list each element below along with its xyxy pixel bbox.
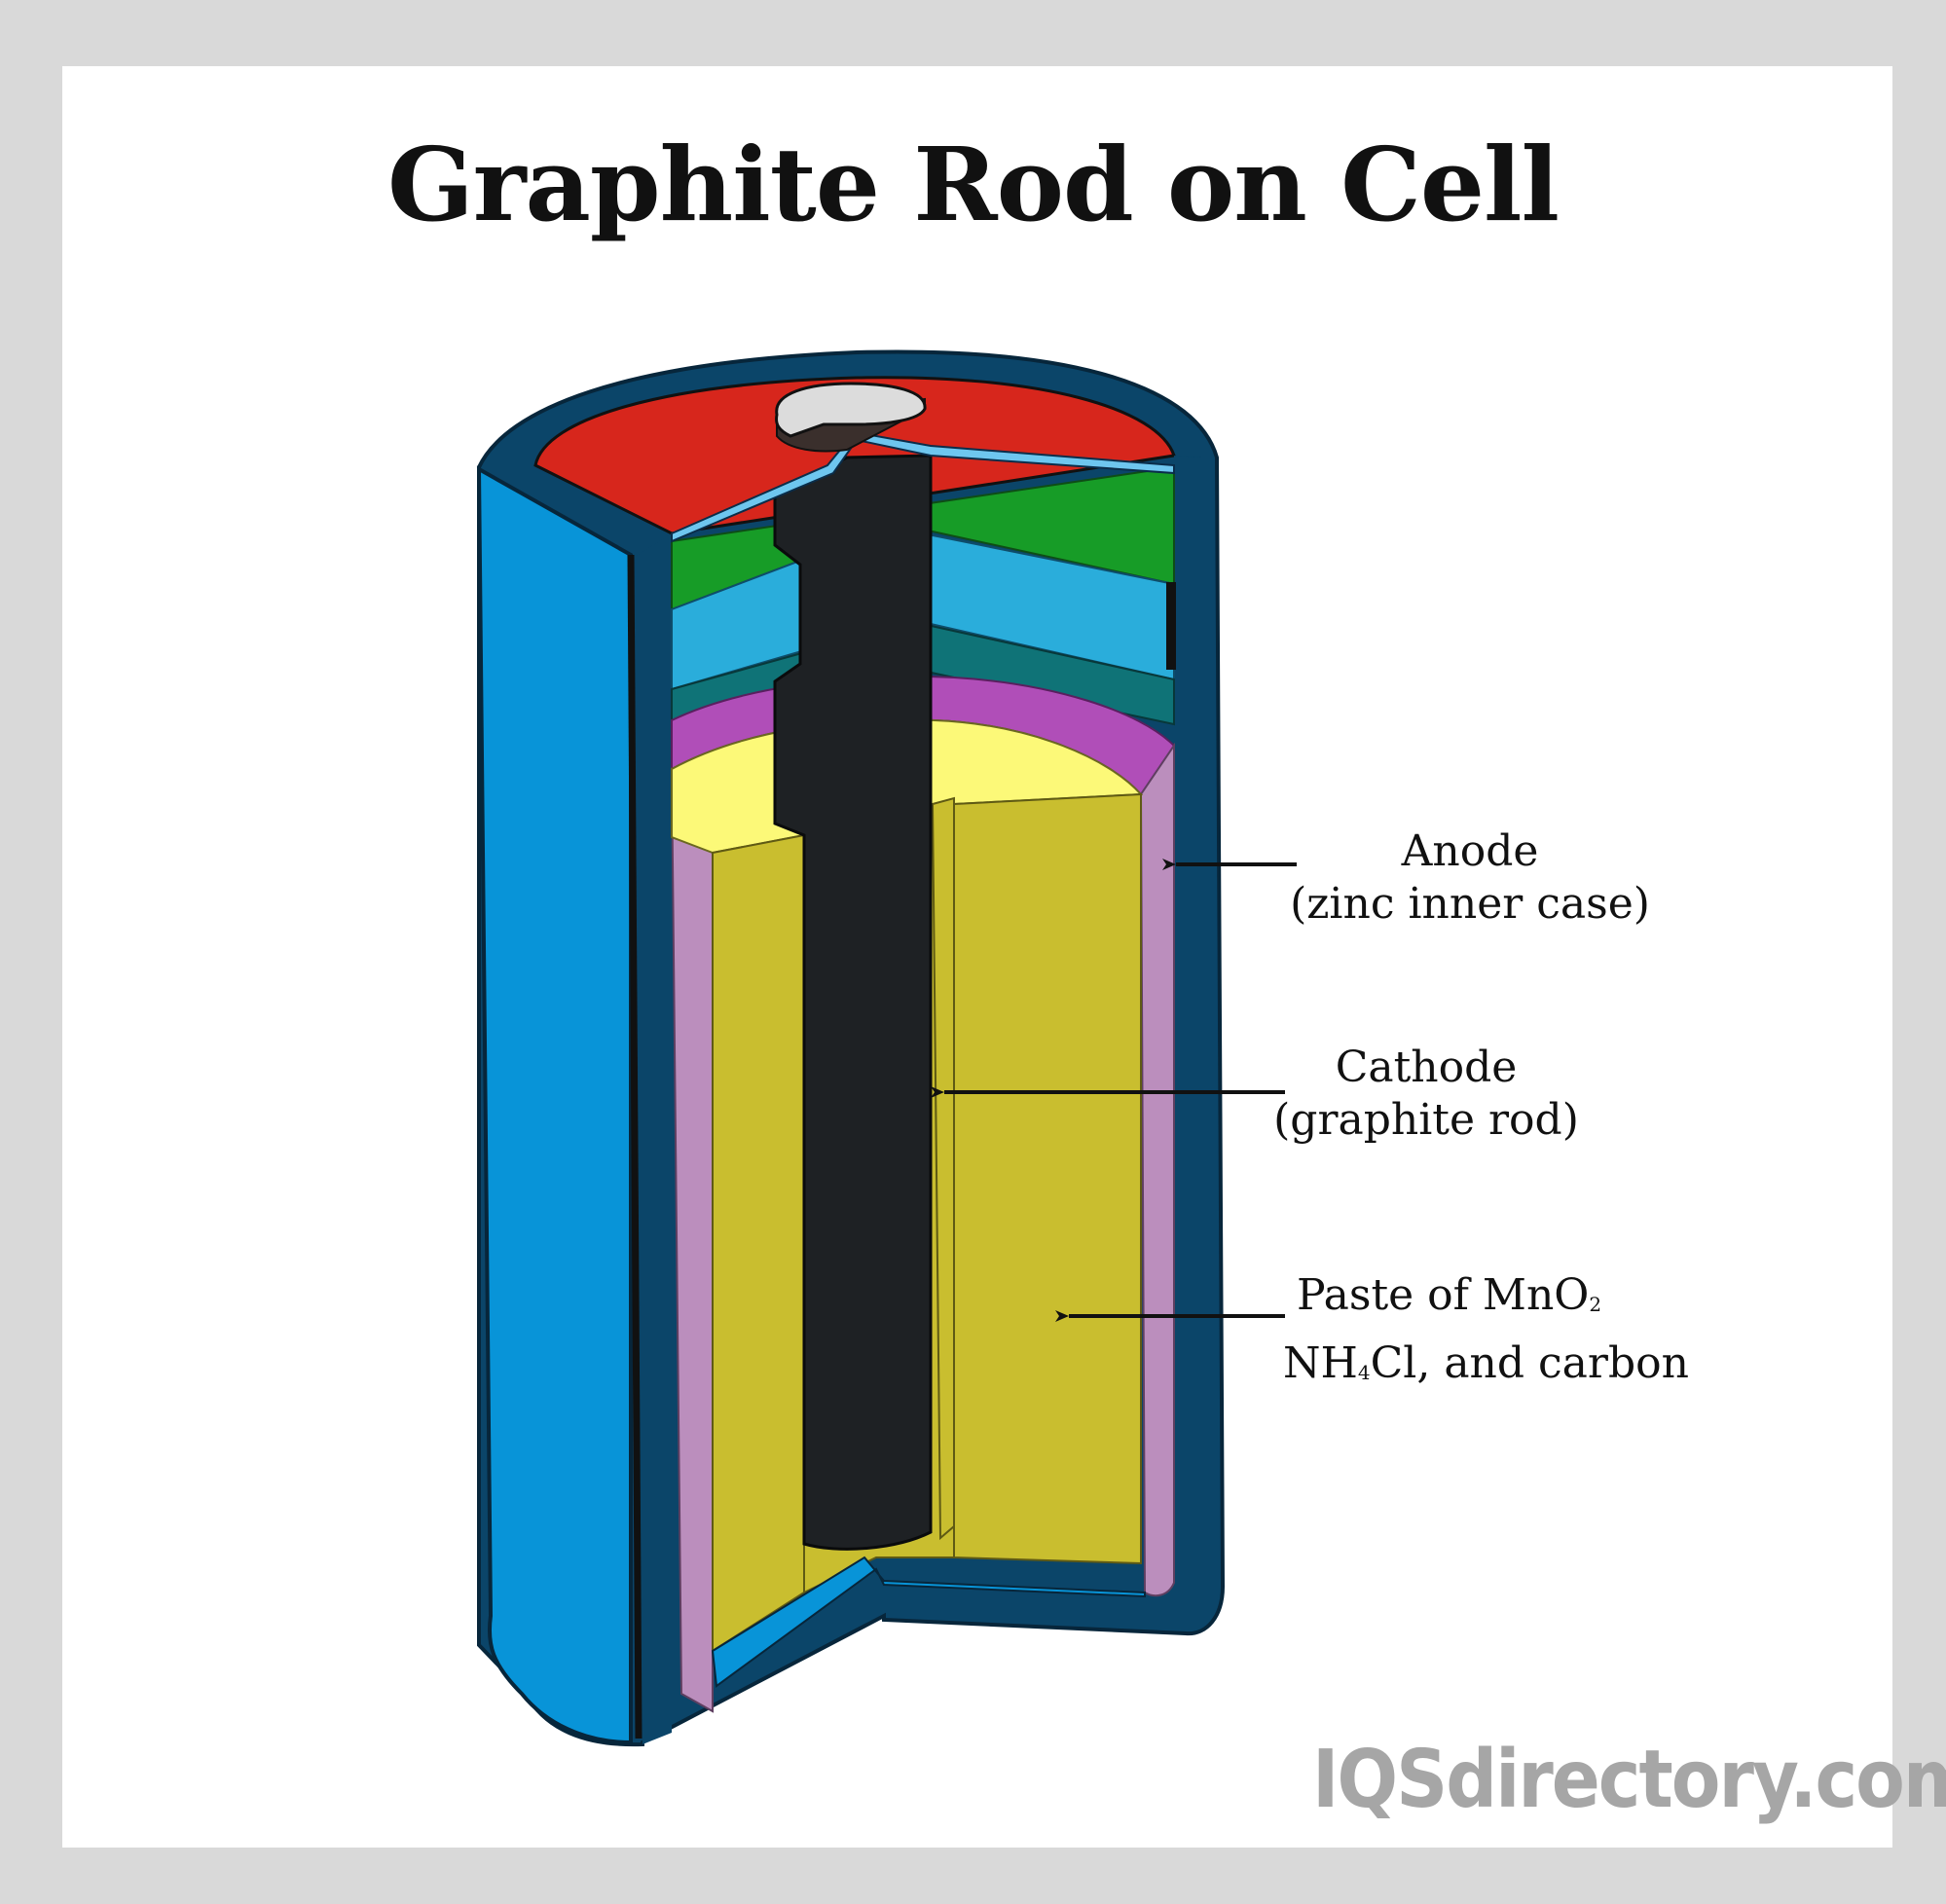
iqs-watermark: IQSdirectory.com bbox=[1312, 1734, 1946, 1826]
anode-label-line1: Anode bbox=[1401, 826, 1539, 876]
paste-label-line1: Paste of MnO2 bbox=[1283, 1262, 1689, 1330]
paste-inner-edge bbox=[931, 796, 955, 1541]
diagram-title: Graphite Rod on Cell bbox=[386, 125, 1560, 244]
paste-label-nh-sub: 4 bbox=[1357, 1361, 1371, 1385]
paste-label-nh: NH bbox=[1283, 1338, 1358, 1389]
anode-label: Anode (zinc inner case) bbox=[1275, 825, 1665, 930]
paste-body-left bbox=[712, 833, 805, 1653]
paste-label-mno: Paste of MnO bbox=[1297, 1270, 1590, 1320]
bottom-floor bbox=[711, 1556, 1146, 1688]
paste-body-right bbox=[953, 792, 1142, 1565]
anode-label-line2: (zinc inner case) bbox=[1290, 878, 1650, 929]
paste-label-rest: Cl, and carbon bbox=[1370, 1338, 1689, 1389]
terminal-cap-top bbox=[775, 382, 927, 438]
cathode-label-line1: Cathode bbox=[1335, 1043, 1518, 1092]
graphite-rod bbox=[773, 454, 933, 1551]
paste-label-mno-sub: 2 bbox=[1589, 1293, 1602, 1316]
zinc-inner-case-right bbox=[1139, 742, 1175, 1597]
cathode-label-line2: (graphite rod) bbox=[1273, 1094, 1579, 1145]
top-seal bbox=[533, 376, 1176, 535]
outer-case-left-face bbox=[476, 465, 633, 1745]
paste-label: Paste of MnO2 NH4Cl, and carbon bbox=[1283, 1262, 1689, 1399]
paste-label-line2: NH4Cl, and carbon bbox=[1283, 1330, 1689, 1398]
cathode-label: Cathode (graphite rod) bbox=[1256, 1042, 1597, 1146]
inner-wall-right bbox=[1174, 456, 1201, 1596]
inner-wall-left bbox=[635, 533, 672, 1744]
